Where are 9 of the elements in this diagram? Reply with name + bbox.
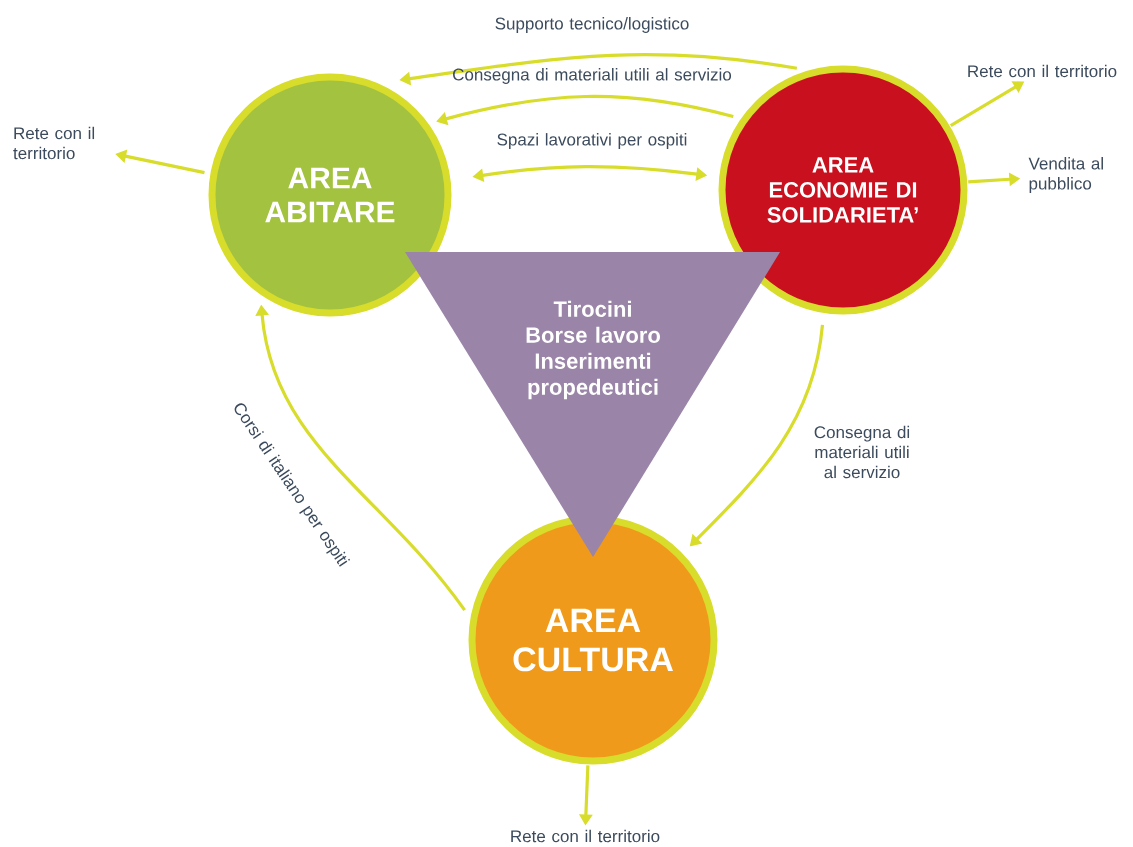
edge-label: Spazi lavorativi per ospiti [497, 133, 687, 149]
note-text: Rete con il territorio [13, 126, 95, 160]
edge-label: Consegna di materiali utili al servizio [814, 425, 910, 479]
note-text: Rete con il territorio [511, 829, 660, 843]
triangle-band: Tirocini Borse lavoro Inserimenti propedeutici [405, 252, 780, 557]
note-text: Rete con il territorio [968, 64, 1117, 78]
edge-label: Supporto tecnico/logistico [495, 17, 689, 33]
edge-label: Consegna di materiali utili al servizio [453, 68, 732, 84]
note-text: Vendita al pubblico [1028, 157, 1103, 193]
